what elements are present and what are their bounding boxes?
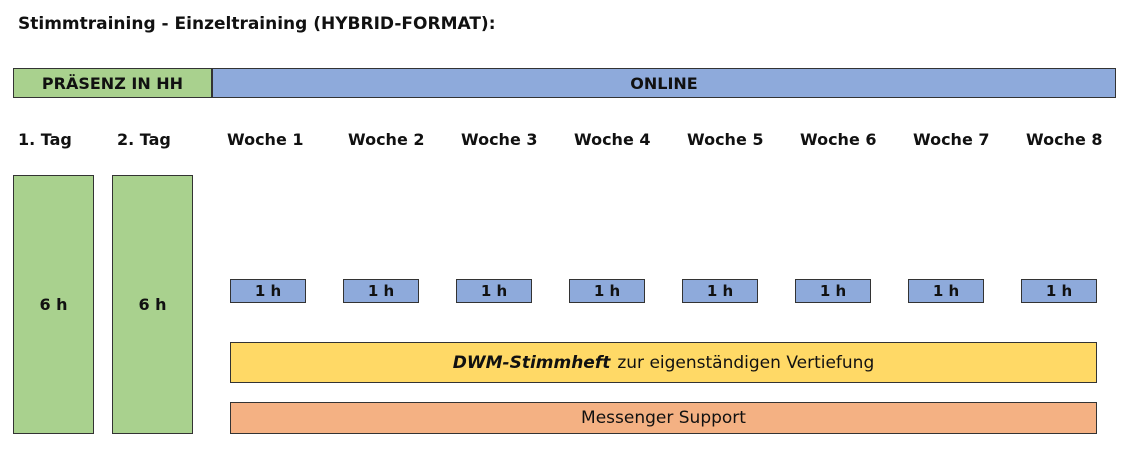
- week-label: Woche 2: [348, 130, 425, 149]
- stimmheft-text: zur eigenständigen Vertiefung: [617, 352, 875, 373]
- week-label: Woche 1: [227, 130, 304, 149]
- day-label: 1. Tag: [18, 130, 72, 149]
- week-hours-box: 1 h: [230, 279, 306, 303]
- day-hours-box: 6 h: [13, 175, 94, 434]
- week-hours-box: 1 h: [1021, 279, 1097, 303]
- week-label: Woche 4: [574, 130, 651, 149]
- day-label: 2. Tag: [117, 130, 171, 149]
- online-band: ONLINE: [212, 68, 1116, 98]
- messenger-support-bar: Messenger Support: [230, 402, 1097, 434]
- day-hours-box: 6 h: [112, 175, 193, 434]
- week-label: Woche 8: [1026, 130, 1103, 149]
- week-hours-box: 1 h: [795, 279, 871, 303]
- week-hours-box: 1 h: [456, 279, 532, 303]
- week-hours-box: 1 h: [682, 279, 758, 303]
- week-hours-box: 1 h: [569, 279, 645, 303]
- presence-band: PRÄSENZ IN HH: [13, 68, 212, 98]
- week-label: Woche 7: [913, 130, 990, 149]
- page-title: Stimmtraining - Einzeltraining (HYBRID-F…: [18, 14, 496, 34]
- week-hours-box: 1 h: [908, 279, 984, 303]
- stimmheft-bar: DWM-Stimmheft zur eigenständigen Vertief…: [230, 342, 1097, 383]
- week-label: Woche 3: [461, 130, 538, 149]
- week-label: Woche 5: [687, 130, 764, 149]
- week-label: Woche 6: [800, 130, 877, 149]
- week-hours-box: 1 h: [343, 279, 419, 303]
- stimmheft-emphasis: DWM-Stimmheft: [452, 352, 611, 373]
